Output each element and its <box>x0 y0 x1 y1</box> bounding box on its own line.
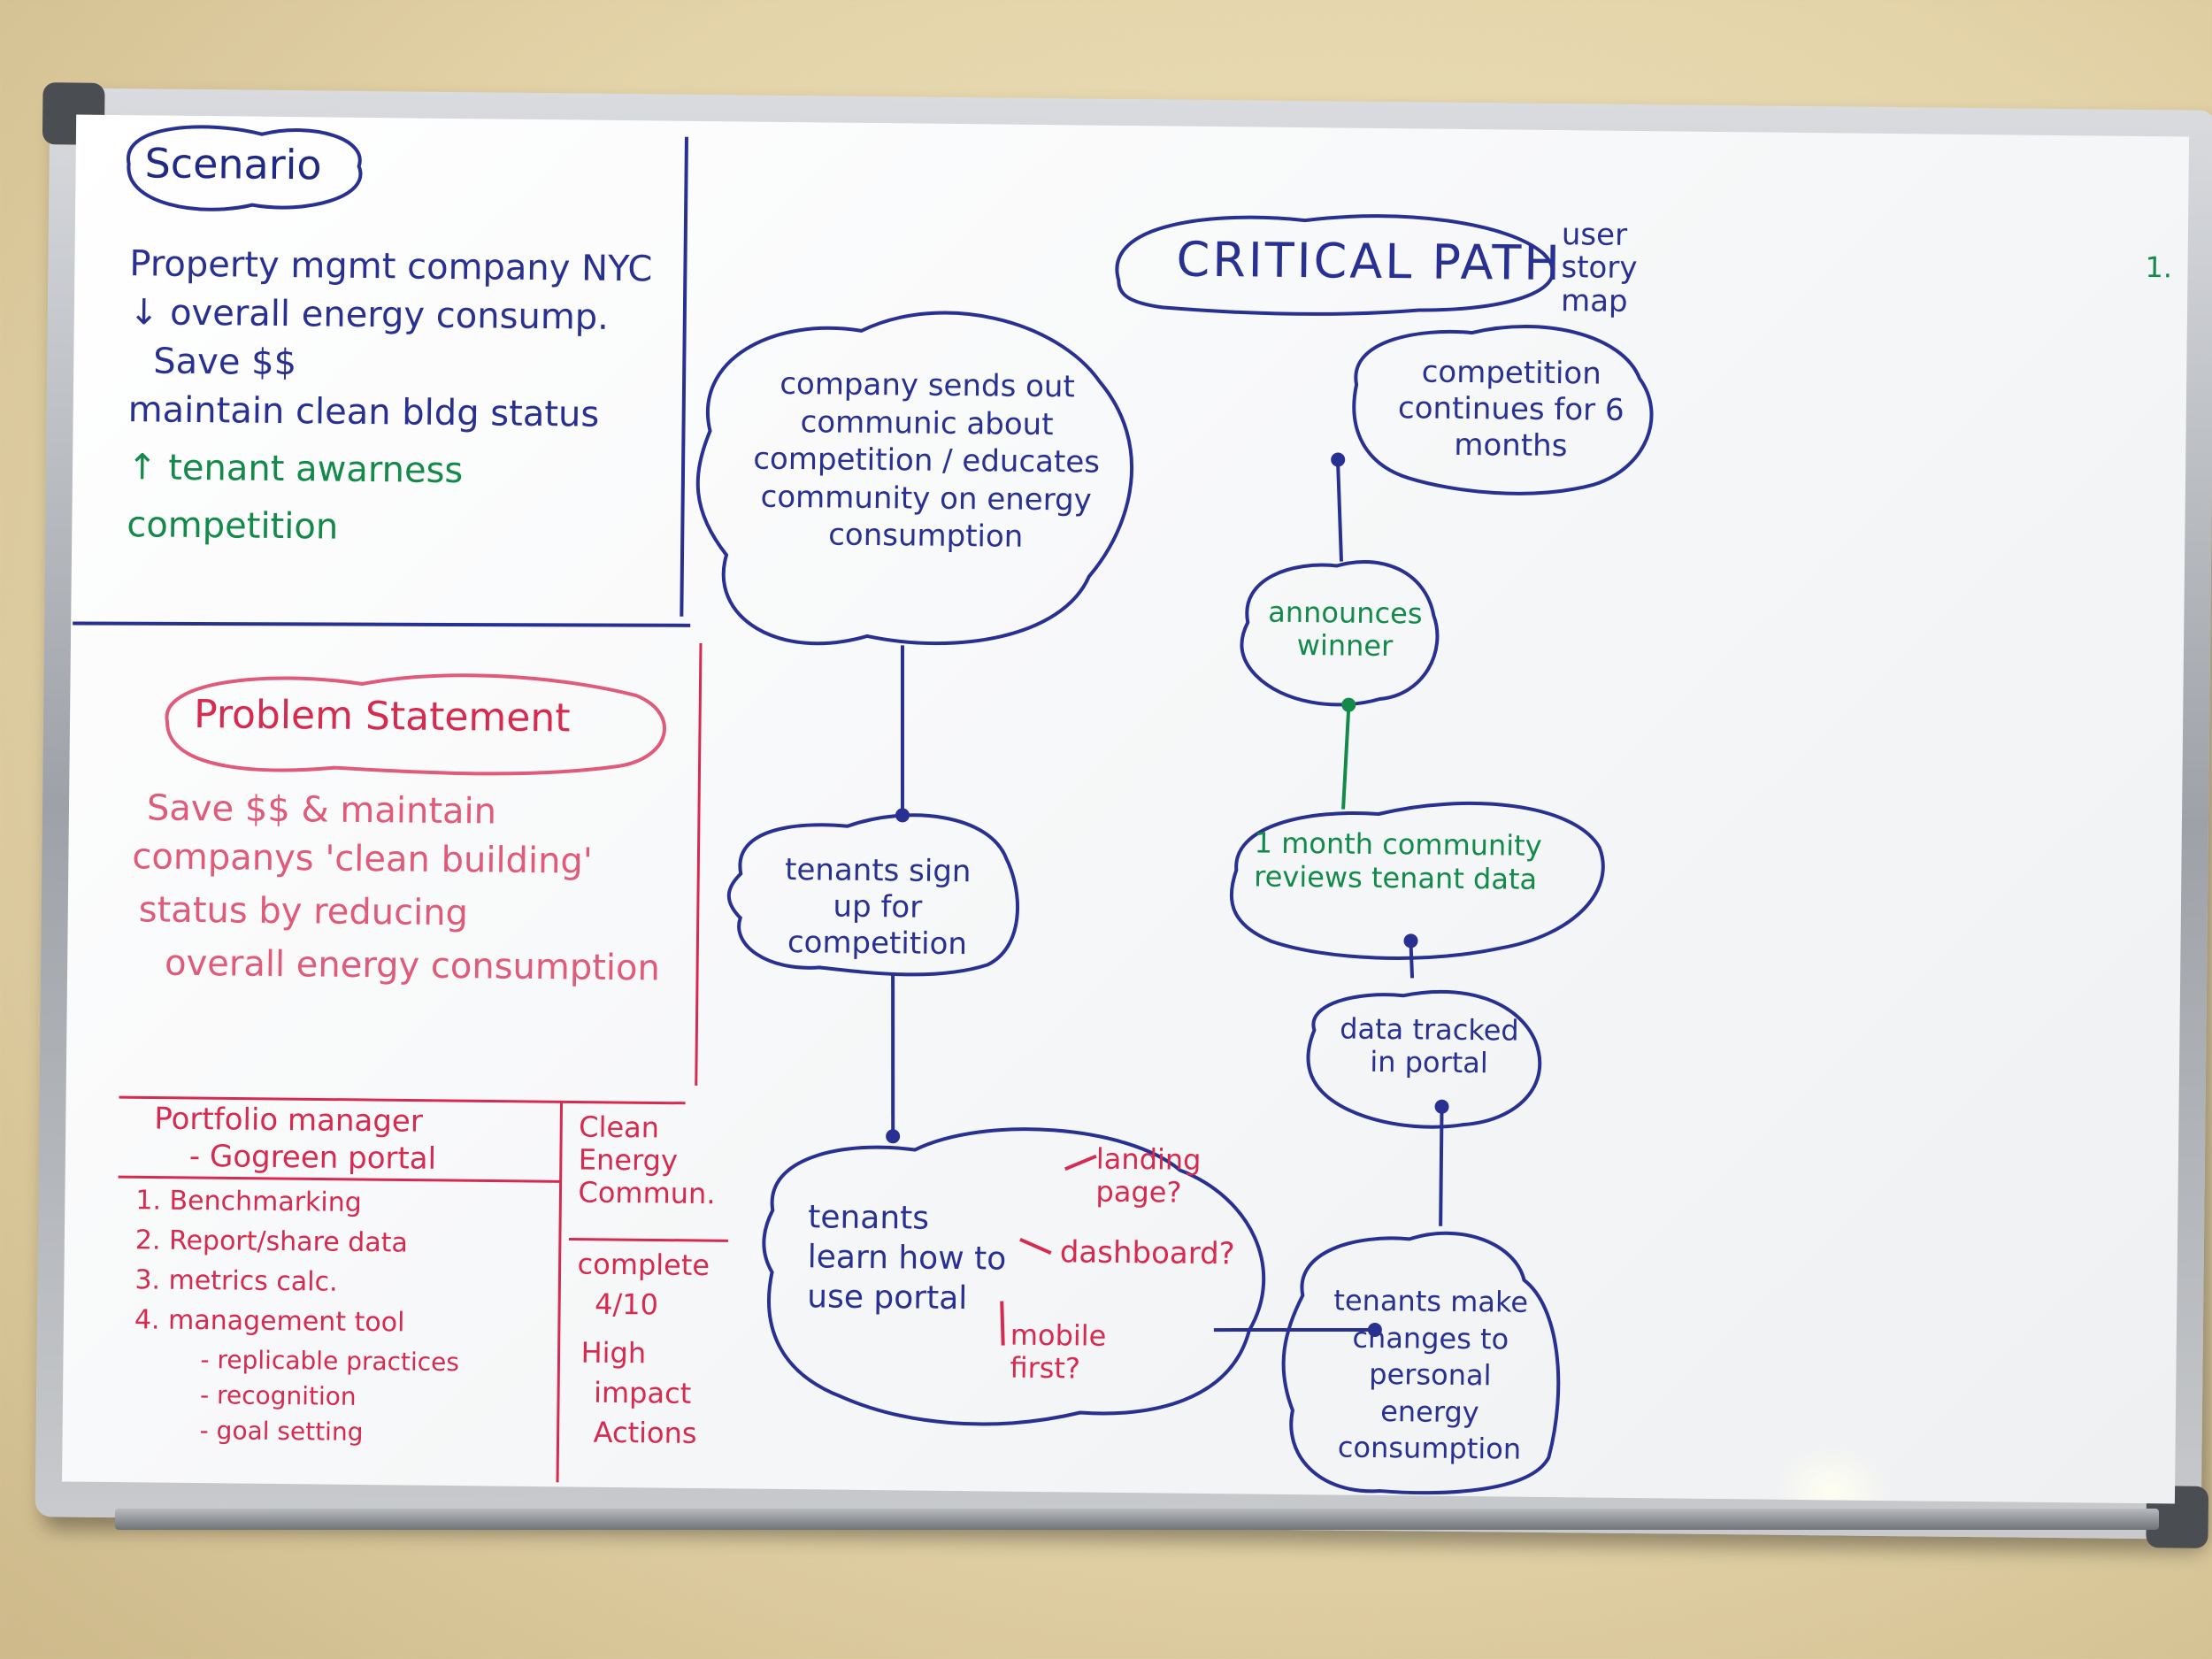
node-company-sends: company sends out communic about competi… <box>753 365 1101 555</box>
connector-6 <box>1341 707 1351 810</box>
cloud-announces-winner <box>1240 559 1440 707</box>
portfolio-subitem: - replicable practices <box>200 1345 460 1378</box>
problem-title: Problem Statement <box>193 691 571 741</box>
light-glare <box>1769 1441 1894 1504</box>
connector-5 <box>1409 942 1415 979</box>
connector-dot <box>1341 697 1356 712</box>
connector-dot <box>1331 452 1346 467</box>
portfolio-item: 1. Benchmarking <box>135 1185 362 1218</box>
clean-energy-line: impact <box>593 1375 692 1410</box>
connector-dot <box>1434 1099 1449 1114</box>
critical-path-cloud <box>1115 214 1555 316</box>
node-tenants-learn: tenants learn how to use portal <box>807 1199 1007 1317</box>
divider-portfolio-header <box>118 1175 561 1183</box>
connector-7 <box>1336 464 1343 562</box>
corner-mark: 1. <box>2145 250 2173 285</box>
portfolio-item: 3. metrics calc. <box>134 1264 338 1298</box>
user-story-map-note: user story map <box>1560 217 1638 319</box>
portfolio-title: Portfolio manager <box>154 1101 424 1140</box>
cloud-competition-continues <box>1352 325 1654 495</box>
clean-energy-line: complete <box>577 1247 710 1283</box>
cloud-community-reviews <box>1229 801 1605 960</box>
portfolio-subtitle: - Gogreen portal <box>188 1138 437 1177</box>
connector-2 <box>891 972 895 1133</box>
critical-path-title: CRITICAL PATH <box>1176 231 1563 292</box>
connector-4 <box>1439 1110 1444 1226</box>
scenario-line: Property mgmt company NYC <box>129 243 653 290</box>
option-mark <box>1064 1154 1097 1171</box>
problem-line: overall energy consumption <box>164 942 661 989</box>
node-community-reviews: 1 month community reviews tenant data <box>1254 826 1542 897</box>
problem-line: status by reducing <box>138 889 469 934</box>
whiteboard-frame: Scenario Property mgmt company NYC ↓ ove… <box>35 82 2212 1548</box>
option-mark <box>1019 1237 1052 1255</box>
node-announces-winner: announces winner <box>1268 595 1423 663</box>
connector-dot <box>886 1129 901 1144</box>
cloud-tenants-sign-up <box>726 813 1019 977</box>
clean-energy-header: Clean Energy Commun. <box>578 1110 716 1210</box>
divider-portfolio-vertical <box>556 1102 564 1483</box>
portfolio-subitem: - recognition <box>199 1380 357 1411</box>
divider-scenario-bottom <box>73 621 691 627</box>
cloud-tenants-learn <box>762 1127 1266 1426</box>
scenario-line: ↓ overall energy consump. <box>128 292 610 338</box>
problem-cloud <box>165 673 666 776</box>
node-tenants-sign-up: tenants sign up for competition <box>784 851 972 962</box>
node-data-tracked: data tracked in portal <box>1339 1011 1519 1080</box>
problem-line: companys 'clean building' <box>132 836 594 882</box>
scenario-cloud <box>127 125 363 211</box>
portfolio-item: 4. management tool <box>134 1304 405 1339</box>
connector-dot <box>1367 1322 1382 1337</box>
option-landing-page: landing page? <box>1095 1141 1202 1210</box>
option-mark <box>1000 1301 1005 1346</box>
problem-line: Save $$ & maintain <box>146 787 497 833</box>
portfolio-item: 2. Report/share data <box>134 1225 409 1259</box>
divider-scenario <box>680 136 688 617</box>
portfolio-subitem: - goal setting <box>199 1416 364 1448</box>
cloud-data-tracked <box>1306 989 1542 1129</box>
scenario-title: Scenario <box>144 139 322 189</box>
whiteboard-surface: Scenario Property mgmt company NYC ↓ ove… <box>62 114 2190 1504</box>
marker-tray <box>115 1509 2159 1530</box>
scenario-line: Save $$ <box>153 341 297 384</box>
cloud-tenants-make-changes <box>1281 1231 1561 1495</box>
clean-energy-line: High <box>580 1335 647 1371</box>
divider-portfolio-top <box>119 1095 686 1105</box>
node-competition-continues: competition continues for 6 months <box>1397 354 1624 464</box>
connector-1 <box>900 645 904 814</box>
marker-strokes <box>73 125 1654 1495</box>
node-tenants-make-changes: tenants make changes to personal energy … <box>1333 1283 1529 1467</box>
clean-energy-line: Actions <box>593 1415 697 1450</box>
option-mobile-first: mobile first? <box>1010 1317 1107 1386</box>
divider-problem <box>695 642 703 1086</box>
scenario-line: maintain clean bldg status <box>127 389 600 435</box>
divider-clean-energy <box>568 1237 728 1242</box>
cloud-company-sends <box>695 311 1134 646</box>
connector-dot <box>895 808 910 823</box>
option-dashboard: dashboard? <box>1059 1234 1235 1272</box>
scenario-green-line: ↑ tenant awarness <box>127 447 464 492</box>
scenario-green-line: competition <box>127 504 339 548</box>
clean-energy-line: 4/10 <box>594 1286 659 1322</box>
connector-dot <box>1403 933 1418 949</box>
connector-3 <box>1213 1327 1373 1333</box>
